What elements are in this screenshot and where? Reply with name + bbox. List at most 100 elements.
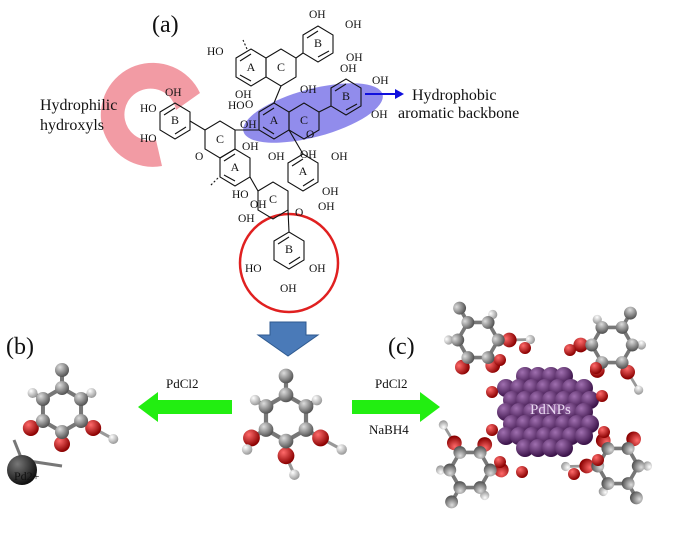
- panel-label-b: (b): [6, 334, 34, 360]
- svg-text:OH: OH: [340, 63, 357, 75]
- reaction-arrow-left: [138, 392, 232, 422]
- carbon-atom: [298, 422, 314, 437]
- ring-b-left: B: [171, 113, 179, 127]
- carbon-atom: [601, 477, 615, 490]
- pd-atom: [497, 427, 515, 445]
- gallol-unit: [561, 431, 653, 505]
- svg-text:OH: OH: [309, 263, 326, 275]
- hydrophobic-highlight: [243, 83, 383, 143]
- oxygen-atom: [596, 390, 608, 402]
- ring-a-lower: A: [299, 164, 308, 178]
- pd-atom: [575, 427, 593, 445]
- svg-text:OH: OH: [280, 283, 297, 295]
- gallol-unit: [443, 301, 535, 375]
- carbon-atom: [623, 306, 637, 320]
- panel-label-a: (a): [152, 12, 179, 38]
- pd-atom: [529, 439, 547, 457]
- oxygen-atom: [579, 458, 595, 474]
- hydrogen-atom: [561, 461, 571, 472]
- oxygen-atom: [277, 447, 295, 465]
- tannin-structure: [159, 25, 362, 270]
- gallol-unit: [573, 306, 647, 395]
- oxygen-atom: [592, 454, 604, 466]
- hydrophilic-label-line2: hydroxyls: [40, 117, 104, 134]
- hydrogen-atom: [443, 335, 454, 345]
- pd-atom: [542, 439, 560, 457]
- hydrophobic-pointer-head: [395, 89, 404, 99]
- hydrogen-atom: [438, 420, 448, 430]
- svg-text:OH: OH: [240, 119, 257, 131]
- reaction-arrow-right: [352, 392, 440, 422]
- carbon-atom: [74, 414, 89, 428]
- svg-text:O: O: [306, 129, 314, 141]
- svg-text:HO: HO: [232, 189, 249, 201]
- carbon-atom: [473, 481, 487, 494]
- oxygen-atom: [564, 344, 576, 356]
- ring-c-middle: C: [300, 113, 308, 127]
- carbon-atom: [451, 333, 465, 347]
- svg-text:HO: HO: [245, 263, 262, 275]
- right-reagent-2: NaBH4: [369, 422, 409, 437]
- carbon-atom: [621, 477, 635, 490]
- selection-circle: [238, 212, 340, 314]
- oxygen-atom: [486, 424, 498, 436]
- pdnps-label: PdNPs: [530, 402, 571, 418]
- center-molecule-model: [241, 368, 347, 480]
- ring-a-top: A: [247, 60, 256, 74]
- oxygen-atom: [494, 354, 506, 366]
- carbon-atom: [55, 381, 69, 395]
- pd-atom: [555, 439, 573, 457]
- svg-text:OH: OH: [345, 19, 362, 31]
- hydrophobic-label-line1: Hydrophobic: [412, 87, 496, 104]
- hydrogen-atom: [636, 340, 647, 350]
- svg-text:OH: OH: [346, 52, 363, 64]
- oxygen-atom: [501, 332, 517, 348]
- hydrophilic-highlight: [100, 62, 200, 167]
- carbon-atom: [453, 481, 467, 494]
- pd-nanoparticle-model: [435, 301, 653, 509]
- svg-text:OH: OH: [250, 199, 267, 211]
- hydrogen-atom: [27, 388, 38, 398]
- oxygen-atom: [85, 420, 102, 436]
- svg-text:HO: HO: [140, 133, 157, 145]
- svg-text:HO: HO: [207, 46, 224, 58]
- carbon-atom: [629, 491, 643, 505]
- carbon-atom: [55, 425, 69, 439]
- gallol-unit: [435, 420, 509, 509]
- carbon-atom: [481, 351, 495, 364]
- carbon-atom: [615, 356, 629, 369]
- oxygen-atom: [573, 337, 589, 353]
- hydrogen-atom: [249, 394, 261, 406]
- hydrophilic-label-line1: Hydrophilic: [40, 97, 117, 114]
- oxygen-atom: [568, 468, 580, 480]
- hydrogen-atom: [289, 469, 300, 480]
- ring-b-bottom: B: [285, 242, 293, 256]
- right-reagent-1: PdCl2: [375, 376, 408, 391]
- oxygen-atom: [519, 342, 531, 354]
- panel-label-c: (c): [388, 334, 415, 360]
- svg-text:OH: OH: [331, 151, 348, 163]
- svg-text:O: O: [295, 207, 303, 219]
- pd-ion-label: Pd2+: [14, 469, 40, 483]
- ring-b-top: B: [314, 36, 322, 50]
- carbon-atom: [585, 338, 599, 352]
- carbon-atom: [55, 363, 69, 377]
- svg-text:OH: OH: [318, 201, 335, 213]
- ring-c-left: C: [216, 132, 224, 146]
- carbon-atom: [473, 446, 487, 459]
- svg-text:OH: OH: [238, 213, 255, 225]
- carbon-atom: [491, 333, 505, 347]
- hydrogen-atom: [86, 388, 97, 398]
- hydrogen-atom: [108, 434, 119, 444]
- pd-atom: [516, 439, 534, 457]
- carbon-atom: [595, 321, 609, 334]
- svg-text:HO: HO: [228, 100, 245, 112]
- svg-text:OH: OH: [300, 84, 317, 96]
- gallol-unit: [22, 363, 119, 452]
- hydrogen-atom: [525, 334, 535, 345]
- gallol-unit: [241, 368, 347, 480]
- oxygen-atom: [312, 429, 329, 447]
- oxygen-atom: [486, 386, 498, 398]
- carbon-atom: [461, 351, 475, 364]
